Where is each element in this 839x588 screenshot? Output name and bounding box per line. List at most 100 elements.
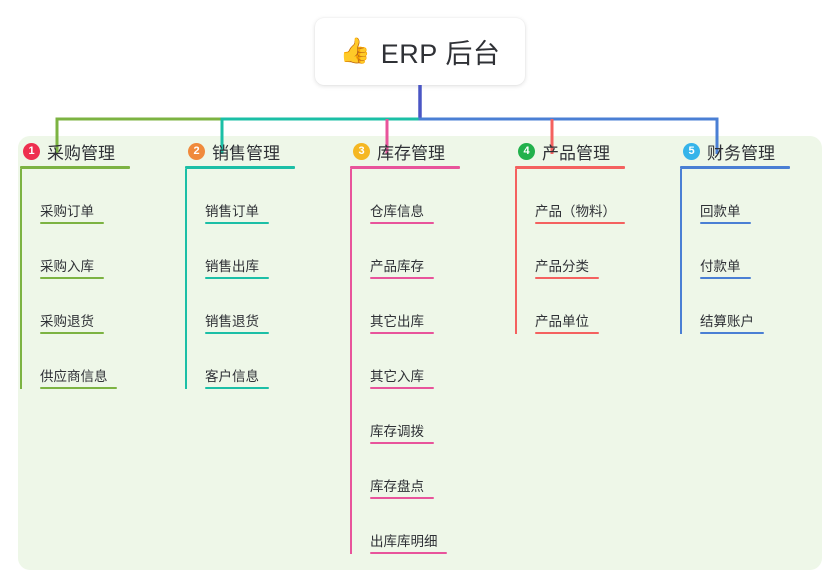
column-title-1: 采购管理 — [47, 143, 115, 163]
leaf-item[interactable]: 采购退货 — [20, 279, 165, 334]
column-header-3[interactable]: 3 库存管理 — [330, 136, 495, 166]
column-title-5: 财务管理 — [707, 143, 775, 163]
leaf-item-label: 采购退货 — [40, 313, 94, 329]
leaf-item-rule — [205, 277, 269, 279]
column-header-rule-5 — [680, 166, 790, 169]
leaf-item-label: 库存盘点 — [370, 478, 424, 494]
column-spine-2 — [185, 169, 187, 389]
column-header-1[interactable]: 1 采购管理 — [0, 136, 165, 166]
leaf-item-rule — [700, 222, 751, 224]
column-3: 3 库存管理仓库信息产品库存其它出库其它入库库存调拨库存盘点出库库明细 — [330, 136, 495, 576]
leaf-item[interactable]: 库存调拨 — [350, 389, 495, 444]
column-spine-3 — [350, 169, 352, 554]
leaf-item-label: 客户信息 — [205, 368, 259, 384]
leaf-item-rule — [40, 277, 104, 279]
leaf-item-label: 产品（物料） — [535, 203, 616, 219]
column-badge-3: 3 — [353, 142, 370, 160]
column-badge-2: 2 — [188, 142, 205, 160]
column-title-2: 销售管理 — [212, 143, 280, 163]
column-5: 5 财务管理回款单付款单结算账户 — [660, 136, 821, 576]
leaf-item[interactable]: 销售出库 — [185, 224, 330, 279]
leaf-item[interactable]: 产品分类 — [515, 224, 660, 279]
column-header-4[interactable]: 4 产品管理 — [495, 136, 660, 166]
leaf-item[interactable]: 出库库明细 — [350, 499, 495, 554]
leaf-item-label: 结算账户 — [700, 313, 754, 329]
leaf-item[interactable]: 销售订单 — [185, 169, 330, 224]
column-spine-4 — [515, 169, 517, 334]
leaf-item[interactable]: 产品单位 — [515, 279, 660, 334]
leaf-item-rule — [370, 222, 434, 224]
leaf-item[interactable]: 客户信息 — [185, 334, 330, 389]
leaf-item-label: 产品分类 — [535, 258, 589, 274]
leaf-item-label: 回款单 — [700, 203, 741, 219]
leaf-item-label: 销售订单 — [205, 203, 259, 219]
leaf-item-rule — [205, 332, 269, 334]
column-badge-1: 1 — [23, 142, 40, 160]
column-badge-4: 4 — [518, 142, 535, 160]
leaf-item-label: 其它入库 — [370, 368, 424, 384]
leaf-item-label: 出库库明细 — [370, 533, 438, 549]
column-header-rule-3 — [350, 166, 460, 169]
leaf-item-rule — [535, 222, 625, 224]
leaf-item[interactable]: 产品库存 — [350, 224, 495, 279]
leaf-item-rule — [40, 332, 104, 334]
column-spine-5 — [680, 169, 682, 334]
column-1: 1 采购管理采购订单采购入库采购退货供应商信息 — [0, 136, 165, 576]
column-items-2: 销售订单销售出库销售退货客户信息 — [185, 169, 330, 389]
column-items-4: 产品（物料） 产品分类产品单位 — [515, 169, 660, 334]
leaf-item-label: 产品库存 — [370, 258, 424, 274]
column-4: 4 产品管理产品（物料） 产品分类产品单位 — [495, 136, 660, 576]
leaf-item-rule — [370, 442, 434, 444]
columns-container: 1 采购管理采购订单采购入库采购退货供应商信息 2 销售管理销售订单销售出库销售退货客… — [0, 136, 839, 576]
column-items-1: 采购订单采购入库采购退货供应商信息 — [20, 169, 165, 389]
leaf-item-rule — [370, 497, 434, 499]
column-2: 2 销售管理销售订单销售出库销售退货客户信息 — [165, 136, 330, 576]
leaf-item-rule — [40, 222, 104, 224]
leaf-item-label: 其它出库 — [370, 313, 424, 329]
column-items-5: 回款单付款单结算账户 — [680, 169, 821, 334]
leaf-item-rule — [370, 332, 434, 334]
leaf-item-rule — [40, 387, 117, 389]
leaf-item[interactable]: 库存盘点 — [350, 444, 495, 499]
leaf-item-label: 销售出库 — [205, 258, 259, 274]
leaf-item-label: 销售退货 — [205, 313, 259, 329]
leaf-item[interactable]: 结算账户 — [680, 279, 821, 334]
leaf-item-rule — [370, 387, 434, 389]
leaf-item[interactable]: 其它出库 — [350, 279, 495, 334]
leaf-item-label: 采购入库 — [40, 258, 94, 274]
column-header-rule-2 — [185, 166, 295, 169]
leaf-item[interactable]: 供应商信息 — [20, 334, 165, 389]
leaf-item[interactable]: 其它入库 — [350, 334, 495, 389]
leaf-item-label: 仓库信息 — [370, 203, 424, 219]
column-header-rule-1 — [20, 166, 130, 169]
leaf-item[interactable]: 销售退货 — [185, 279, 330, 334]
column-header-5[interactable]: 5 财务管理 — [660, 136, 821, 166]
leaf-item[interactable]: 采购订单 — [20, 169, 165, 224]
column-header-2[interactable]: 2 销售管理 — [165, 136, 330, 166]
leaf-item[interactable]: 产品（物料） — [515, 169, 660, 224]
leaf-item-label: 供应商信息 — [40, 368, 108, 384]
leaf-item-label: 付款单 — [700, 258, 741, 274]
leaf-item-rule — [535, 332, 599, 334]
root-node-card[interactable]: 👍 ERP 后台 — [315, 18, 525, 85]
leaf-item-label: 采购订单 — [40, 203, 94, 219]
column-badge-5: 5 — [683, 142, 700, 160]
leaf-item-rule — [205, 387, 269, 389]
column-items-3: 仓库信息产品库存其它出库其它入库库存调拨库存盘点出库库明细 — [350, 169, 495, 554]
leaf-item-label: 产品单位 — [535, 313, 589, 329]
column-header-rule-4 — [515, 166, 625, 169]
leaf-item-rule — [205, 222, 269, 224]
leaf-item[interactable]: 仓库信息 — [350, 169, 495, 224]
leaf-item-rule — [370, 552, 447, 554]
thumbs-up-icon: 👍 — [339, 37, 371, 65]
leaf-item[interactable]: 付款单 — [680, 224, 821, 279]
leaf-item[interactable]: 回款单 — [680, 169, 821, 224]
leaf-item-label: 库存调拨 — [370, 423, 424, 439]
leaf-item-rule — [370, 277, 434, 279]
column-title-3: 库存管理 — [377, 143, 445, 163]
leaf-item-rule — [700, 277, 751, 279]
column-title-4: 产品管理 — [542, 143, 610, 163]
leaf-item-rule — [700, 332, 764, 334]
leaf-item[interactable]: 采购入库 — [20, 224, 165, 279]
column-spine-1 — [20, 169, 22, 389]
